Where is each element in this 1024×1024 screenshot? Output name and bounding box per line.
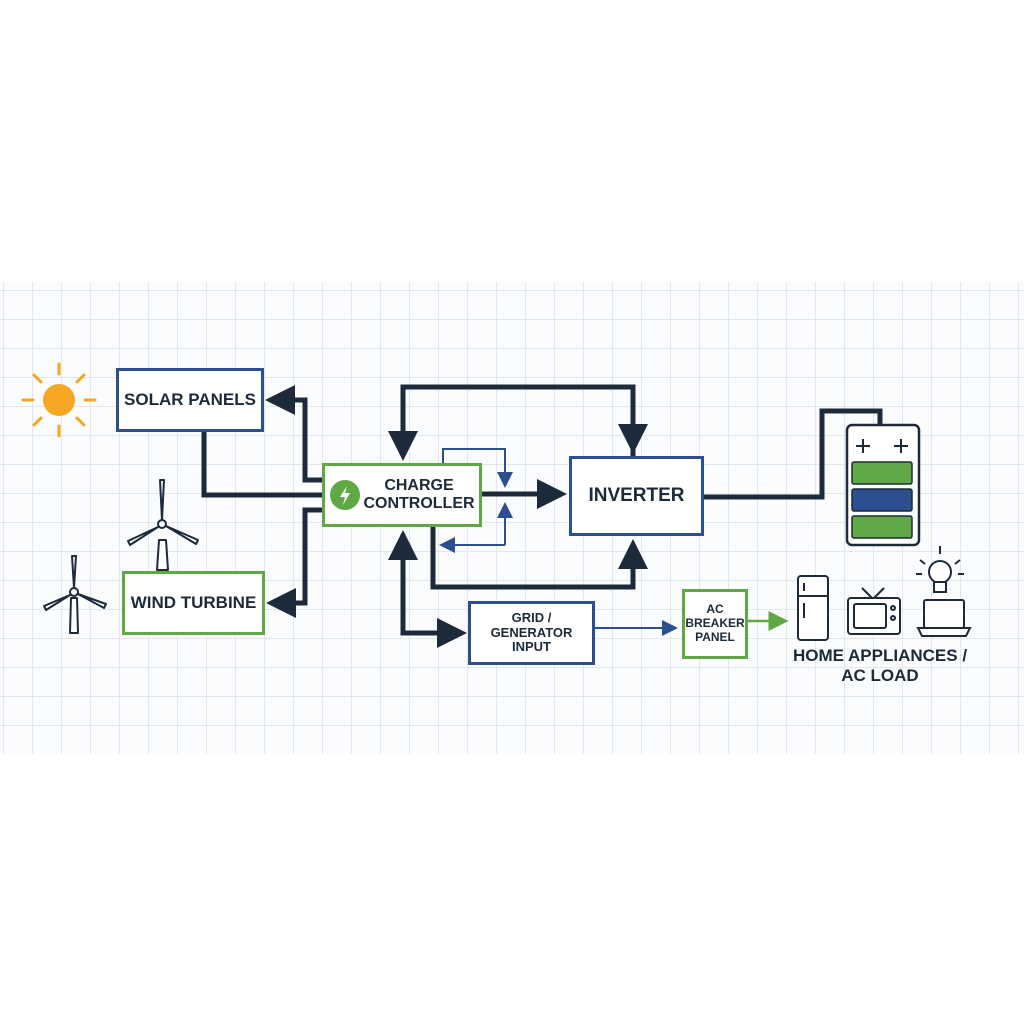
solar-panels-label: SOLAR PANELS bbox=[124, 390, 256, 410]
ac-breaker-panel-node: AC BREAKER PANEL bbox=[682, 589, 748, 659]
inverter-node: INVERTER bbox=[569, 456, 704, 536]
home-appliances-line1: HOME APPLIANCES / bbox=[792, 646, 968, 665]
wind-turbine-node: WIND TURBINE bbox=[122, 571, 265, 635]
laptop-icon bbox=[916, 599, 972, 637]
home-appliances-label: HOME APPLIANCES / AC LOAD bbox=[790, 646, 970, 685]
charge-controller-label-line2: CONTROLLER bbox=[363, 495, 475, 512]
refrigerator-icon bbox=[797, 575, 829, 641]
home-appliances-line2: AC LOAD bbox=[841, 665, 919, 685]
sun-icon bbox=[21, 362, 97, 438]
wind-turbine-label: WIND TURBINE bbox=[130, 593, 257, 613]
inverter-label: INVERTER bbox=[588, 485, 685, 507]
wind-turbine-icon bbox=[127, 479, 199, 571]
lightbulb-icon bbox=[916, 546, 964, 593]
solar-panels-node: SOLAR PANELS bbox=[116, 368, 264, 432]
breaker-label-line1: AC bbox=[706, 602, 724, 617]
breaker-label-line3: PANEL bbox=[695, 629, 735, 644]
lightning-bolt-icon bbox=[330, 480, 360, 510]
wind-turbine-icon-small bbox=[43, 555, 107, 634]
television-icon bbox=[847, 587, 901, 635]
grid-input-label-line1: GRID / GENERATOR bbox=[490, 609, 573, 640]
breaker-label-line2: BREAKER bbox=[685, 616, 745, 631]
grid-generator-input-node: GRID / GENERATOR INPUT bbox=[468, 601, 595, 665]
battery-icon bbox=[845, 423, 921, 547]
grid-input-label-line2: INPUT bbox=[512, 639, 551, 655]
charge-controller-label-line1: CHARGE bbox=[384, 476, 454, 494]
